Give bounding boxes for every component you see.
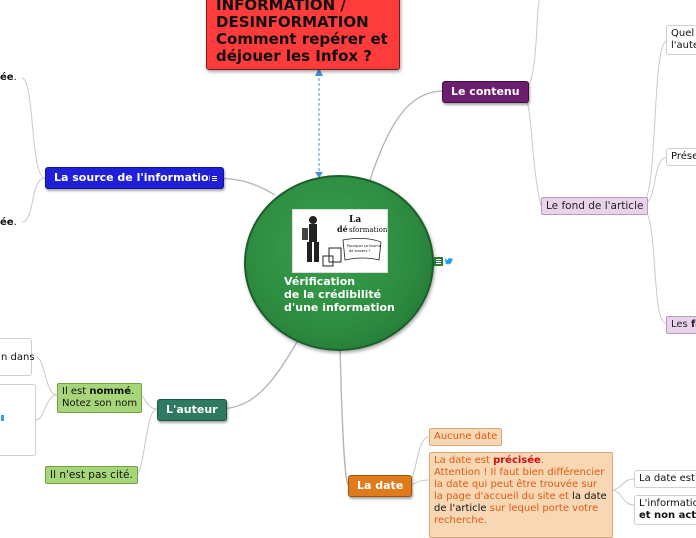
svg-text:sformation: sformation <box>349 226 387 234</box>
subtopic-label: recherche. <box>434 515 488 526</box>
leaf-line: l'aute <box>671 40 696 51</box>
title-text: INFORMATION / DESINFORMATION Comment rep… <box>216 0 396 65</box>
leaf-label-bold: ée <box>0 217 14 228</box>
note-icon[interactable] <box>434 257 443 266</box>
svg-text:de travers ?: de travers ? <box>349 249 371 253</box>
subtopic-label: Il est <box>62 386 90 397</box>
branch-label: L'auteur <box>166 403 218 416</box>
branch-contenu[interactable]: Le contenu <box>442 81 529 103</box>
leaf-line: Quel <box>671 28 695 39</box>
subtopic-label: Notez son nom <box>62 398 138 409</box>
branch-label: La date <box>357 479 404 492</box>
central-topic[interactable]: La dé sformation Pourquoi ça tourne de t… <box>244 175 434 351</box>
central-line: d'une information <box>284 301 395 314</box>
leaf-auteur-recherche[interactable]: n dans <box>0 338 35 376</box>
subtopic-label: La date est <box>434 455 494 466</box>
central-line: de la crédibilité <box>284 288 382 301</box>
branch-date[interactable]: La date <box>348 475 413 497</box>
subtopic-label-bold: précisée <box>493 455 541 466</box>
subtopic-label: Les <box>671 319 691 330</box>
leaf-label: n dans <box>1 352 35 363</box>
title-topic[interactable]: INFORMATION / DESINFORMATION Comment rep… <box>206 0 400 70</box>
leaf-label: L'informatio <box>639 498 696 509</box>
link-marker <box>1 415 4 421</box>
svg-text:dé: dé <box>337 224 348 234</box>
leaf-quel-auteur[interactable]: Quel l'aute <box>666 25 696 55</box>
leaf-label-bold: et non act <box>639 510 696 521</box>
branch-label: La source de l'information <box>54 171 217 184</box>
desinformation-illustration: La dé sformation Pourquoi ça tourne de t… <box>292 209 388 273</box>
subtopic-label: . <box>540 455 545 466</box>
leaf-source-1[interactable]: ée. <box>0 72 17 83</box>
title-line: DESINFORMATION <box>216 13 369 31</box>
subtopic-auteur-nomme[interactable]: Il est nommé. Notez son nom <box>57 383 143 413</box>
title-line: INFORMATION / <box>216 0 346 14</box>
leaf-label-bold: ée <box>0 72 14 83</box>
subtopic-label-dark: la date <box>572 491 607 502</box>
leaf-date-est[interactable]: La date est <box>634 470 696 488</box>
leaf-presente[interactable]: Prése <box>666 148 696 166</box>
subtopic-label: la date qui peut être trouvée sur <box>434 479 598 490</box>
subtopic-label: . <box>131 386 135 397</box>
subtopic-label-bold: fa <box>690 319 696 330</box>
subtopic-label: Le fond de l'article <box>546 200 644 212</box>
subtopic-label: la page d'accueil du site et <box>434 491 573 502</box>
subtopic-label: Il n'est pas cité. <box>50 469 133 481</box>
twitter-icon[interactable] <box>444 257 454 266</box>
subtopic-fond-article[interactable]: Le fond de l'article <box>541 197 649 215</box>
subtopic-label-dark: de l'article <box>434 503 487 514</box>
subtopic-label-bold: nommé <box>89 386 131 397</box>
svg-text:La: La <box>349 215 361 225</box>
leaf-label: Prése <box>671 151 696 162</box>
central-line: Vérification <box>284 275 356 288</box>
leaf-source-2[interactable]: ée. <box>0 217 17 228</box>
subtopic-label: Attention ! Il faut bien différencier <box>434 467 605 478</box>
branch-source[interactable]: La source de l'information <box>45 167 224 189</box>
subtopic-label: sur lequel porte votre <box>486 503 599 514</box>
subtopic-label: Aucune date <box>434 431 498 442</box>
central-title: Vérification de la crédibilité d'une inf… <box>284 275 424 314</box>
leaf-auteur-2[interactable] <box>0 384 36 456</box>
title-line: déjouer les Infox ? <box>216 47 372 65</box>
subtopic-faits[interactable]: Les fa <box>666 316 696 334</box>
subtopic-date-precisee[interactable]: La date est précisée. Attention ! Il fau… <box>429 452 613 538</box>
subtopic-auteur-pas-cite[interactable]: Il n'est pas cité. <box>45 466 138 484</box>
svg-text:Pourquoi ça tourne: Pourquoi ça tourne <box>347 244 382 248</box>
leaf-label: La date est <box>639 473 695 484</box>
title-line: Comment repérer et <box>216 30 388 48</box>
branch-label: Le contenu <box>451 85 520 98</box>
note-icon[interactable] <box>210 174 219 183</box>
leaf-label: . <box>13 217 17 228</box>
leaf-label: . <box>13 72 17 83</box>
branch-auteur[interactable]: L'auteur <box>157 399 227 421</box>
leaf-information-actuelle[interactable]: L'informatio et non act <box>634 495 696 525</box>
subtopic-aucune-date[interactable]: Aucune date <box>429 428 503 446</box>
